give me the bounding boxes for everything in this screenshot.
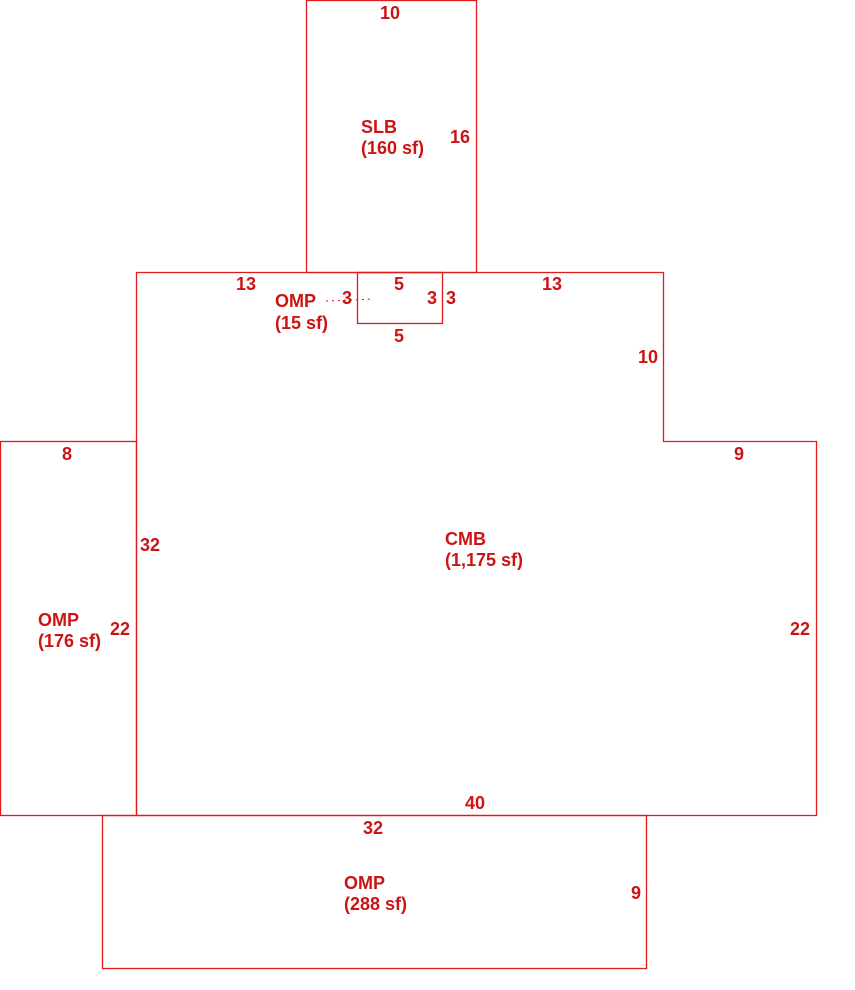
omp-left-code-label: OMP xyxy=(38,610,79,630)
cmb-top-left-dimension: 13 xyxy=(236,274,256,294)
omp-small-top-dimension: 5 xyxy=(394,274,404,294)
slb-code-label: SLB xyxy=(361,117,397,137)
cmb-area-label: (1,175 sf) xyxy=(445,550,523,570)
omp-small-code-label: OMP xyxy=(275,291,316,311)
omp-small-leader-line xyxy=(325,298,375,302)
cmb-right-lower-dimension: 22 xyxy=(790,619,810,639)
omp-small-right-inner-dimension: 3 xyxy=(427,288,437,308)
omp-small-bottom-dimension: 5 xyxy=(394,326,404,346)
cmb-code-label: CMB xyxy=(445,529,486,549)
omp-small-area-label: (15 sf) xyxy=(275,313,328,333)
omp-left-outline xyxy=(0,440,138,817)
slb-top-dimension: 10 xyxy=(380,3,400,23)
omp-left-side-dimension: 22 xyxy=(110,619,130,639)
cmb-left-dimension: 32 xyxy=(140,535,160,555)
omp-bottom-outline xyxy=(101,814,648,970)
omp-left-top-dimension: 8 xyxy=(62,444,72,464)
cmb-right-upper-dimension: 10 xyxy=(638,347,658,367)
omp-bottom-code-label: OMP xyxy=(344,873,385,893)
area-labels: SLB (160 sf) OMP (15 sf) CMB (1,175 sf) … xyxy=(38,117,523,914)
omp-small-outline xyxy=(356,271,444,325)
omp-left-area-label: (176 sf) xyxy=(38,631,101,651)
cmb-top-right-dimension: 13 xyxy=(542,274,562,294)
omp-small-left-dimension: 3 xyxy=(342,288,352,308)
omp-bottom-right-dimension: 9 xyxy=(631,883,641,903)
omp-bottom-area-label: (288 sf) xyxy=(344,894,407,914)
dimension-labels: 10 16 13 13 5 5 3 3 3 10 9 32 22 40 8 22… xyxy=(62,3,810,903)
cmb-right-step-dimension: 9 xyxy=(734,444,744,464)
cmb-bottom-dimension: 40 xyxy=(465,793,485,813)
slb-right-dimension: 16 xyxy=(450,127,470,147)
omp-small-right-outer-dimension: 3 xyxy=(446,288,456,308)
slb-area-label: (160 sf) xyxy=(361,138,424,158)
outlines xyxy=(0,0,818,970)
omp-bottom-top-dimension: 32 xyxy=(363,818,383,838)
